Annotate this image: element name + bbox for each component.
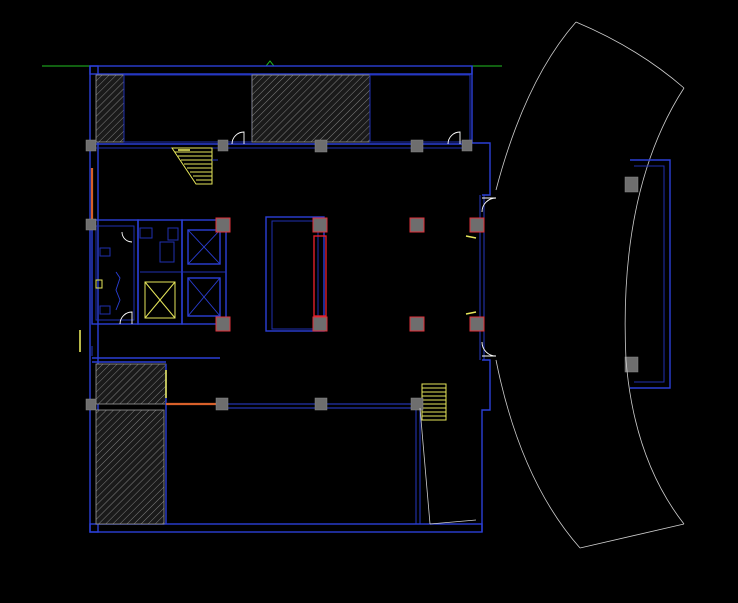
- columns: [85, 139, 639, 411]
- grid-axis-line: [42, 60, 502, 67]
- top-rooms: [95, 74, 472, 149]
- outer-walls: [89, 65, 491, 533]
- central-feature: [265, 216, 327, 332]
- doors: [79, 131, 497, 357]
- stair-top-left: [171, 147, 218, 185]
- stair-bottom-right: [421, 383, 447, 421]
- lower-left-rooms: [92, 357, 421, 525]
- service-core: [91, 219, 227, 356]
- curved-terrace: [419, 21, 685, 549]
